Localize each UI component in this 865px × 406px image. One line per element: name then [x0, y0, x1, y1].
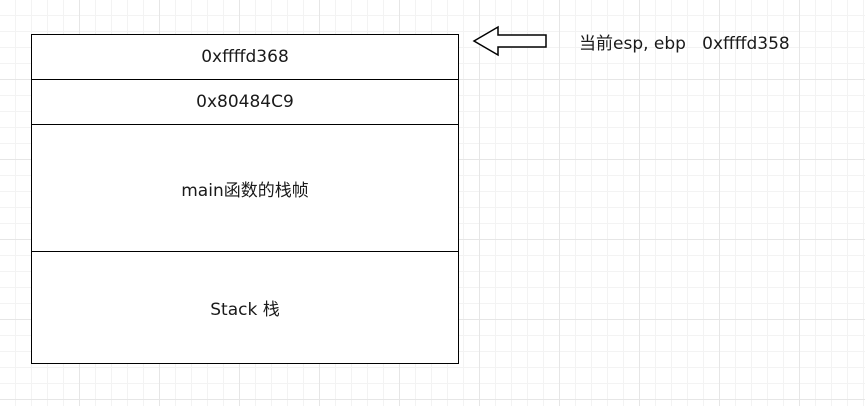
main-stack-frame-cell: main函数的栈帧 [32, 125, 458, 252]
esp-ebp-annotation: 当前esp, ebp 0xffffd358 [579, 34, 790, 54]
saved-ebp-label: 0xffffd368 [201, 47, 289, 67]
stack-base-cell: Stack 栈 [32, 252, 458, 363]
return-address-label: 0x80484C9 [196, 92, 294, 112]
stack-base-label: Stack 栈 [210, 300, 280, 320]
left-arrow-icon [472, 25, 547, 57]
stack-diagram: 0xffffd368 0x80484C9 main函数的栈帧 Stack 栈 [31, 34, 459, 364]
saved-ebp-cell: 0xffffd368 [32, 35, 458, 80]
return-address-cell: 0x80484C9 [32, 80, 458, 125]
main-stack-frame-label: main函数的栈帧 [181, 180, 309, 201]
